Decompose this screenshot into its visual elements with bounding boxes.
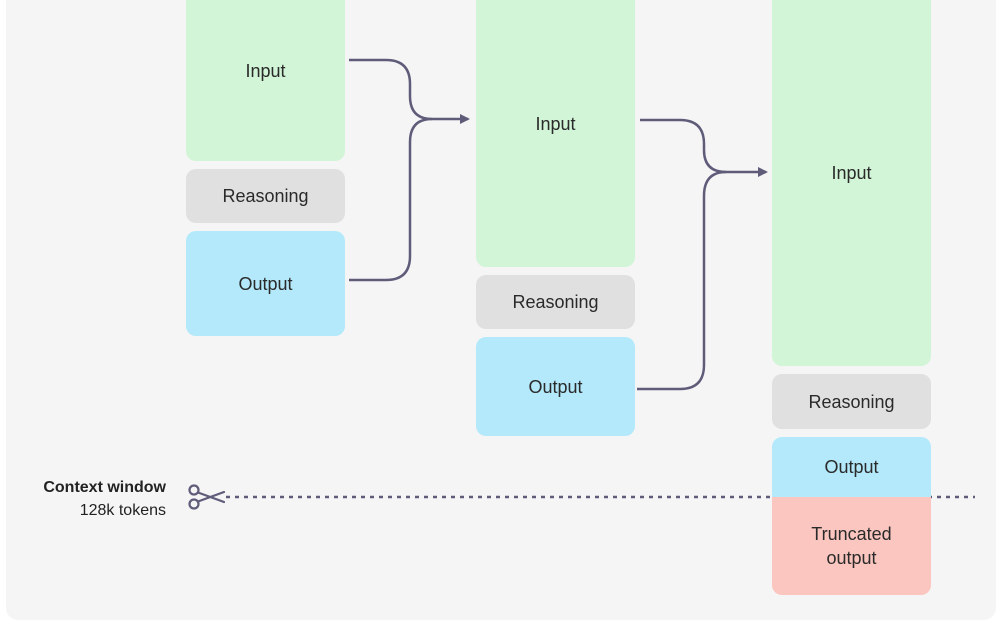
turn2-input-block: Input xyxy=(476,0,635,267)
turn2-output-label: Output xyxy=(528,376,583,397)
connector-turn2-input xyxy=(640,118,768,177)
turn1-output-label: Output xyxy=(238,273,293,294)
turn3-output-label: Output xyxy=(824,457,879,477)
connector-turn1-input xyxy=(349,58,470,124)
turn3-reasoning-block: Reasoning xyxy=(772,374,931,429)
turn1-reasoning-label: Reasoning xyxy=(222,186,309,206)
turn3-input-label: Input xyxy=(831,163,872,183)
turn1-output-block: Output xyxy=(186,231,345,336)
scissors-icon xyxy=(188,484,226,510)
turn3-output-block: Output xyxy=(772,437,931,497)
turn2-output-block: Output xyxy=(476,337,635,436)
turn3-truncated-output-label: Truncated output xyxy=(811,524,892,568)
turn2-reasoning-label: Reasoning xyxy=(512,292,599,312)
turn1-input-label: Input xyxy=(245,60,286,81)
turn2-input-label: Input xyxy=(535,113,576,134)
connector-turn1-output xyxy=(349,117,433,282)
turn3-reasoning-label: Reasoning xyxy=(808,391,895,412)
turn3-input-block: Input xyxy=(772,0,931,366)
connector-turn2-output xyxy=(637,170,727,391)
turn3-truncated-output-block: Truncated output xyxy=(772,497,931,595)
turn2-reasoning-block: Reasoning xyxy=(476,275,635,329)
turn1-reasoning-block: Reasoning xyxy=(186,169,345,223)
context-window-title: Context window xyxy=(43,479,166,496)
context-window-size: 128k tokens xyxy=(79,502,166,519)
turn1-input-block: Input xyxy=(186,0,345,161)
